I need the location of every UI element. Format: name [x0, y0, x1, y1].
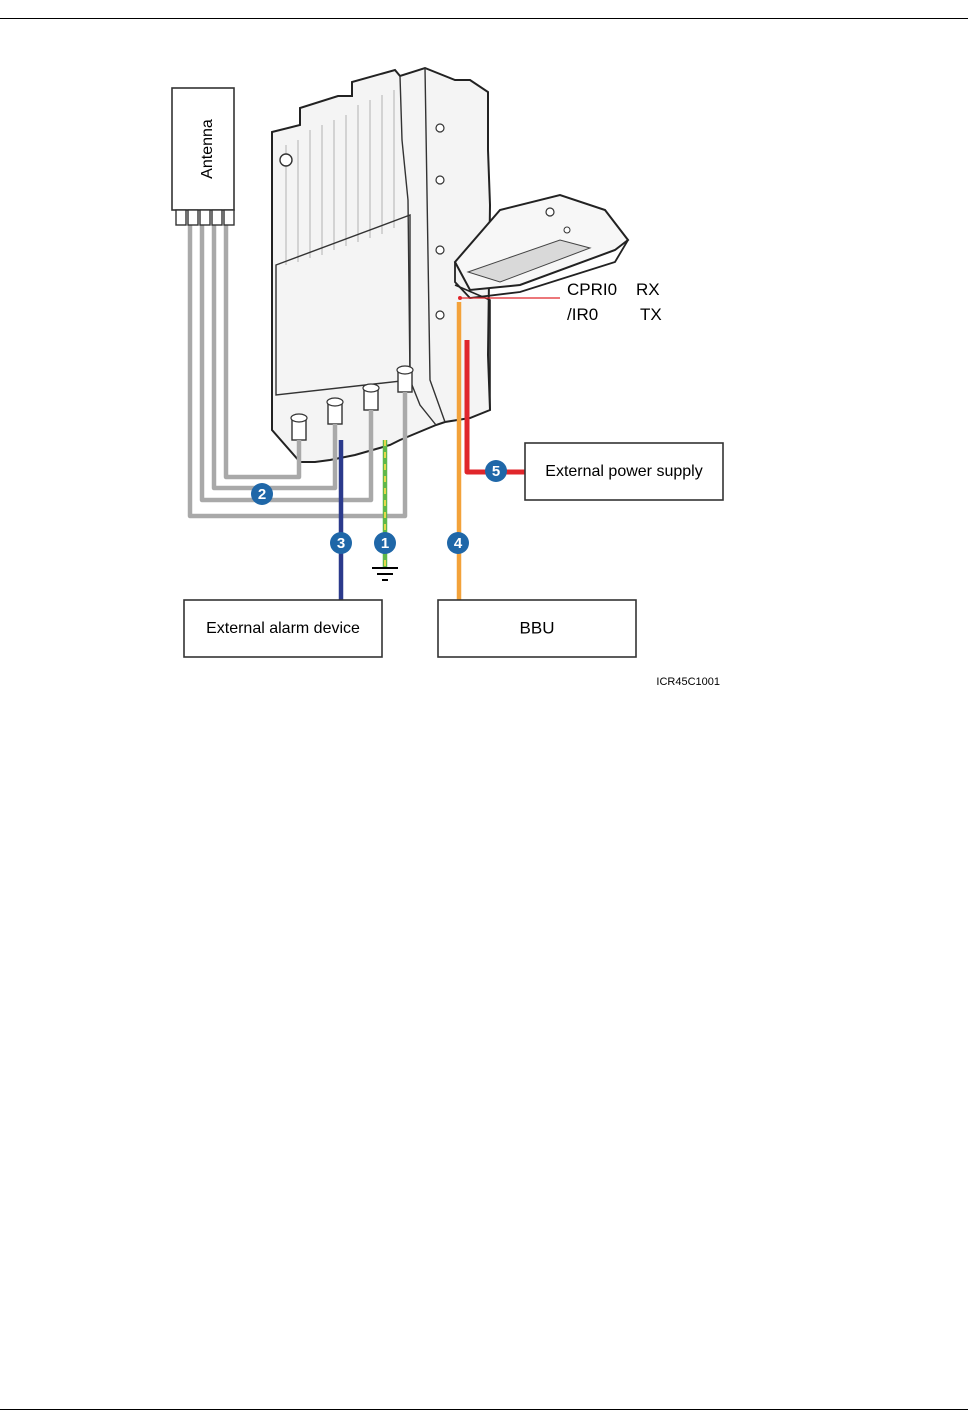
svg-text:3: 3: [337, 535, 345, 552]
callout-2: 2: [251, 483, 273, 505]
bbu-label: BBU: [520, 618, 555, 637]
svg-text:4: 4: [454, 535, 463, 552]
svg-text:1: 1: [381, 535, 389, 552]
external-power-supply-label: External power supply: [545, 463, 702, 480]
rx-label: RX: [636, 280, 660, 299]
bbu-box: BBU: [438, 600, 636, 657]
antenna-label: Antenna: [199, 119, 216, 179]
callout-4: 4: [447, 532, 469, 554]
svg-text:2: 2: [258, 486, 266, 503]
figure-id: ICR45C1001: [656, 676, 720, 688]
callout-1: 1: [374, 532, 396, 554]
external-alarm-device-label: External alarm device: [206, 620, 360, 637]
svg-text:5: 5: [492, 463, 500, 480]
antenna-box: Antenna: [172, 88, 234, 225]
tx-label: TX: [640, 305, 662, 324]
ground-symbol-icon: [372, 568, 398, 580]
external-alarm-device-box: External alarm device: [184, 600, 382, 657]
callout-3: 3: [330, 532, 352, 554]
footer-rule: [0, 1409, 968, 1410]
cpri-port-label-line2: /IR0: [567, 305, 598, 324]
callout-5: 5: [485, 460, 507, 482]
cpri-port-label-line1: CPRI0: [567, 280, 617, 299]
external-power-supply-box: External power supply: [525, 443, 723, 500]
